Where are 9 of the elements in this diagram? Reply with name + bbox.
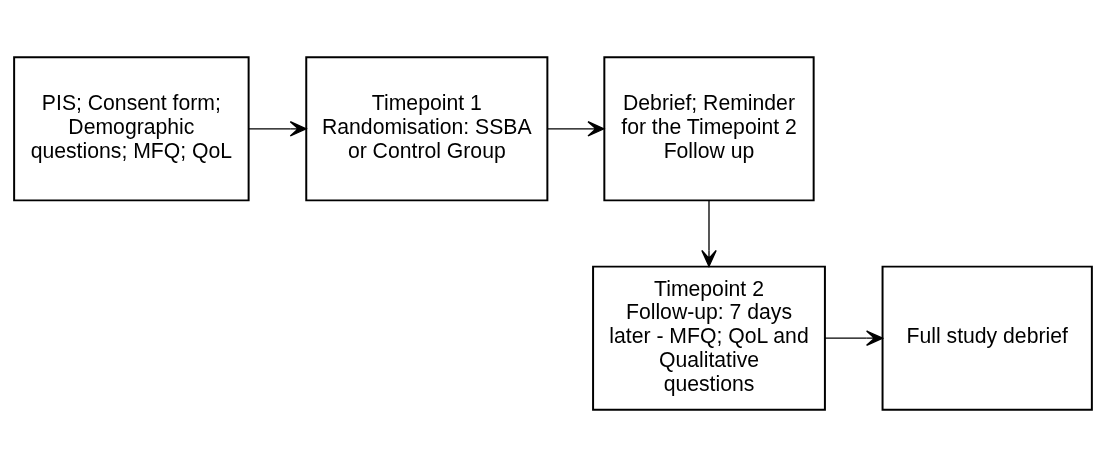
node-box: Debrief; Reminder for the Timepoint 2 Follow up — [603, 56, 815, 202]
node-box: Timepoint 2 Follow-up: 7 days later - MFQ; QoL and Qualitative questions — [592, 265, 826, 411]
arrow — [547, 121, 605, 137]
node-box: Timepoint 1 Randomisation: SSBA or Control Group — [305, 56, 549, 202]
node-box: Full study debrief — [881, 265, 1093, 411]
arrow — [824, 330, 884, 346]
node-box: PIS; Consent form; Demographic questions; MFQ; QoL — [13, 56, 250, 202]
arrow — [701, 200, 717, 267]
arrow — [248, 121, 307, 137]
